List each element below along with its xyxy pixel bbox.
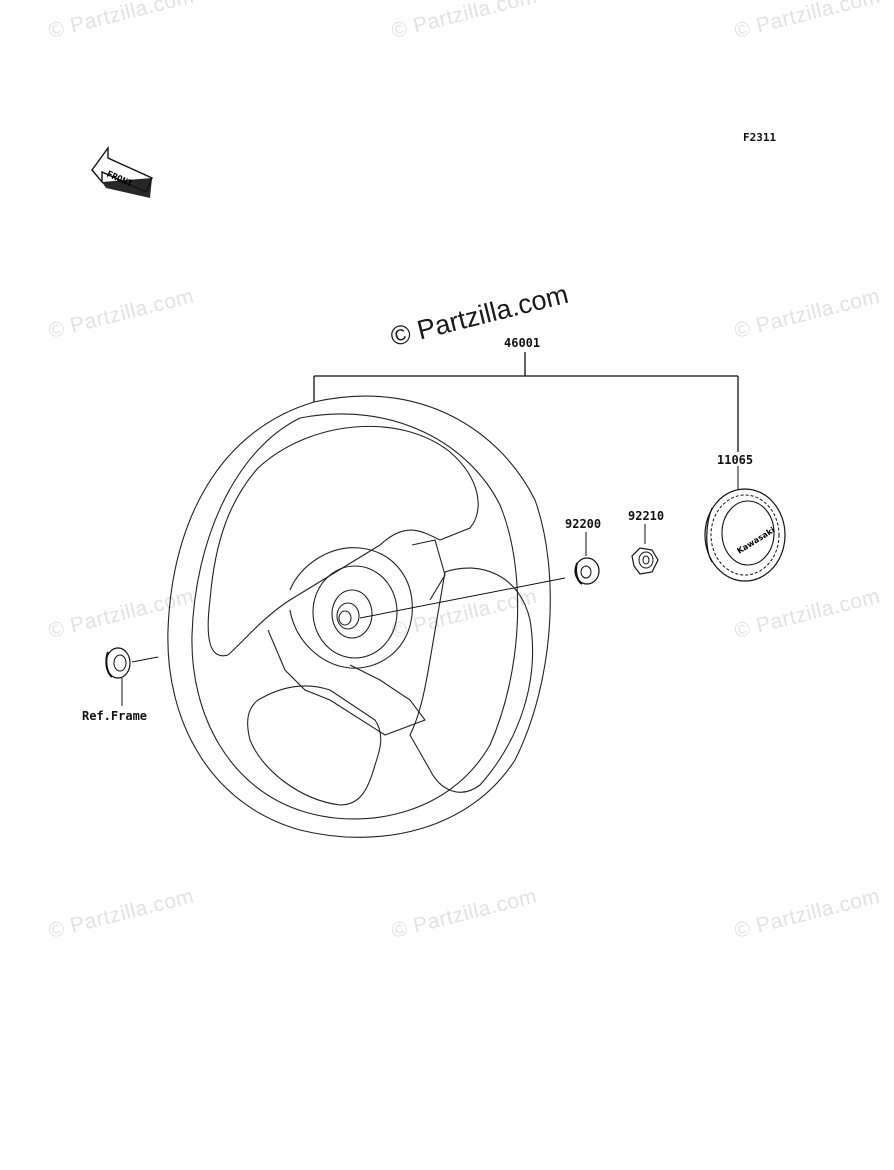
part-number-46001[interactable]: 46001 — [504, 336, 541, 350]
washer-92200 — [574, 532, 600, 585]
part-number-11065[interactable]: 11065 — [717, 453, 754, 467]
diagram-code: F2311 — [743, 131, 777, 144]
emblem-11065: Kawasaki — [704, 466, 786, 582]
front-arrow-icon: FRONT — [91, 145, 153, 198]
part-number-92200[interactable]: 92200 — [565, 517, 602, 531]
steering-wheel — [167, 395, 551, 838]
ref-frame-washer — [105, 647, 159, 706]
ref-frame-label: Ref.Frame — [82, 709, 148, 723]
assembly-bracket — [313, 352, 739, 452]
part-number-92210[interactable]: 92210 — [628, 509, 665, 523]
nut-92210 — [631, 524, 659, 575]
leader-line — [359, 577, 566, 619]
